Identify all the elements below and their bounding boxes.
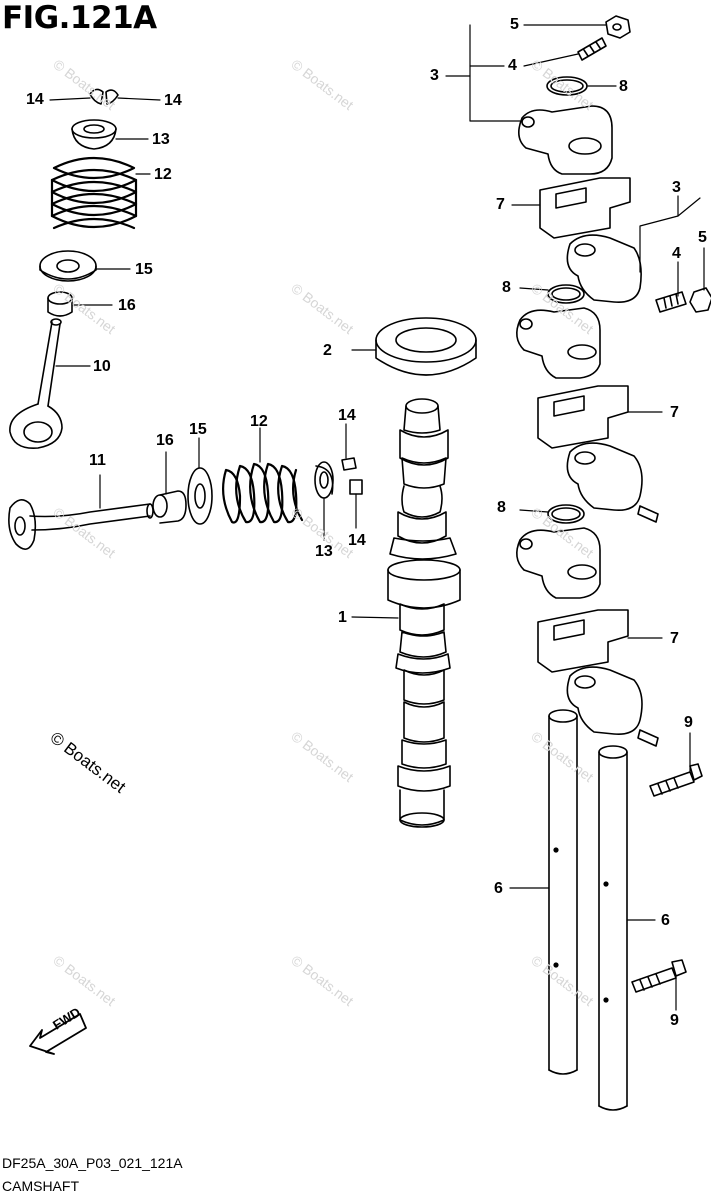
part-label-10: 10 [93,358,111,375]
part-label-11: 11 [89,452,106,469]
rocker-arm-3 [516,307,601,379]
holder-1 [539,177,631,239]
part-label-16: 16 [156,432,174,449]
o-ring-3 [547,504,585,524]
adjust-screw-right [655,291,687,313]
valve-upper [9,318,63,449]
part-label-5: 5 [698,229,707,246]
rocker-arm-4 [566,442,659,523]
part-label-6: 6 [494,880,503,897]
holder-2 [537,385,629,449]
rocker-shaft-right [598,745,628,1111]
part-label-8: 8 [502,279,511,296]
valve-stem-seal-upper [47,291,73,317]
valve-stem-seal-lower [152,490,187,524]
part-label-16: 16 [118,297,136,314]
bolt-lower [631,959,687,993]
o-ring-2 [547,284,585,304]
part-label-14: 14 [164,92,182,109]
part-label-15: 15 [135,261,153,278]
part-label-4: 4 [672,245,681,262]
adjust-nut-right [689,287,711,313]
part-label-15: 15 [189,421,207,438]
part-label-8: 8 [497,499,506,516]
adjust-nut-top [605,15,631,39]
part-label-14: 14 [26,91,44,108]
figure-title: FIG.121A [2,0,157,36]
fwd-arrow [29,1013,87,1055]
o-ring-top [546,76,588,96]
valve-spring-retainer-lower [314,461,334,499]
part-label-13: 13 [315,543,333,560]
valve-cotter-upper [89,88,119,105]
part-label-14: 14 [338,407,356,424]
bolt-upper [649,763,703,797]
leader-lines [49,24,705,1011]
valve-spring-seat-lower [187,467,213,525]
camshaft [387,398,461,828]
part-label-13: 13 [152,131,170,148]
valve-spring-lower [221,462,304,524]
part-label-4: 4 [508,57,517,74]
part-label-9: 9 [670,1012,679,1029]
part-label-6: 6 [661,912,670,929]
part-label-7: 7 [496,196,505,213]
rocker-arm-top [518,105,613,175]
part-label-7: 7 [670,630,679,647]
rocker-arm-2 [566,234,642,304]
rocker-shaft-left [548,709,578,1075]
part-label-3: 3 [672,179,681,196]
part-label-1: 1 [338,609,347,626]
drawing-code: DF25A_30A_P03_021_121A [2,1155,183,1171]
valve-cotter-lower [341,457,363,495]
part-label-8: 8 [619,78,628,95]
rocker-arm-5 [516,527,601,599]
valve-spring-seat-upper [39,250,97,282]
valve-spring-upper [50,156,138,230]
adjust-screw-top [577,37,607,61]
part-label-12: 12 [154,166,172,183]
part-label-5: 5 [510,16,519,33]
oil-seal [375,317,477,376]
holder-3 [537,609,629,673]
part-label-7: 7 [670,404,679,421]
part-label-9: 9 [684,714,693,731]
diagram-caption: CAMSHAFT [2,1178,79,1194]
part-label-12: 12 [250,413,268,430]
rocker-arm-6 [566,666,659,747]
part-label-3: 3 [430,67,439,84]
part-label-2: 2 [323,342,332,359]
valve-spring-retainer-upper [71,119,117,150]
part-label-14: 14 [348,532,366,549]
